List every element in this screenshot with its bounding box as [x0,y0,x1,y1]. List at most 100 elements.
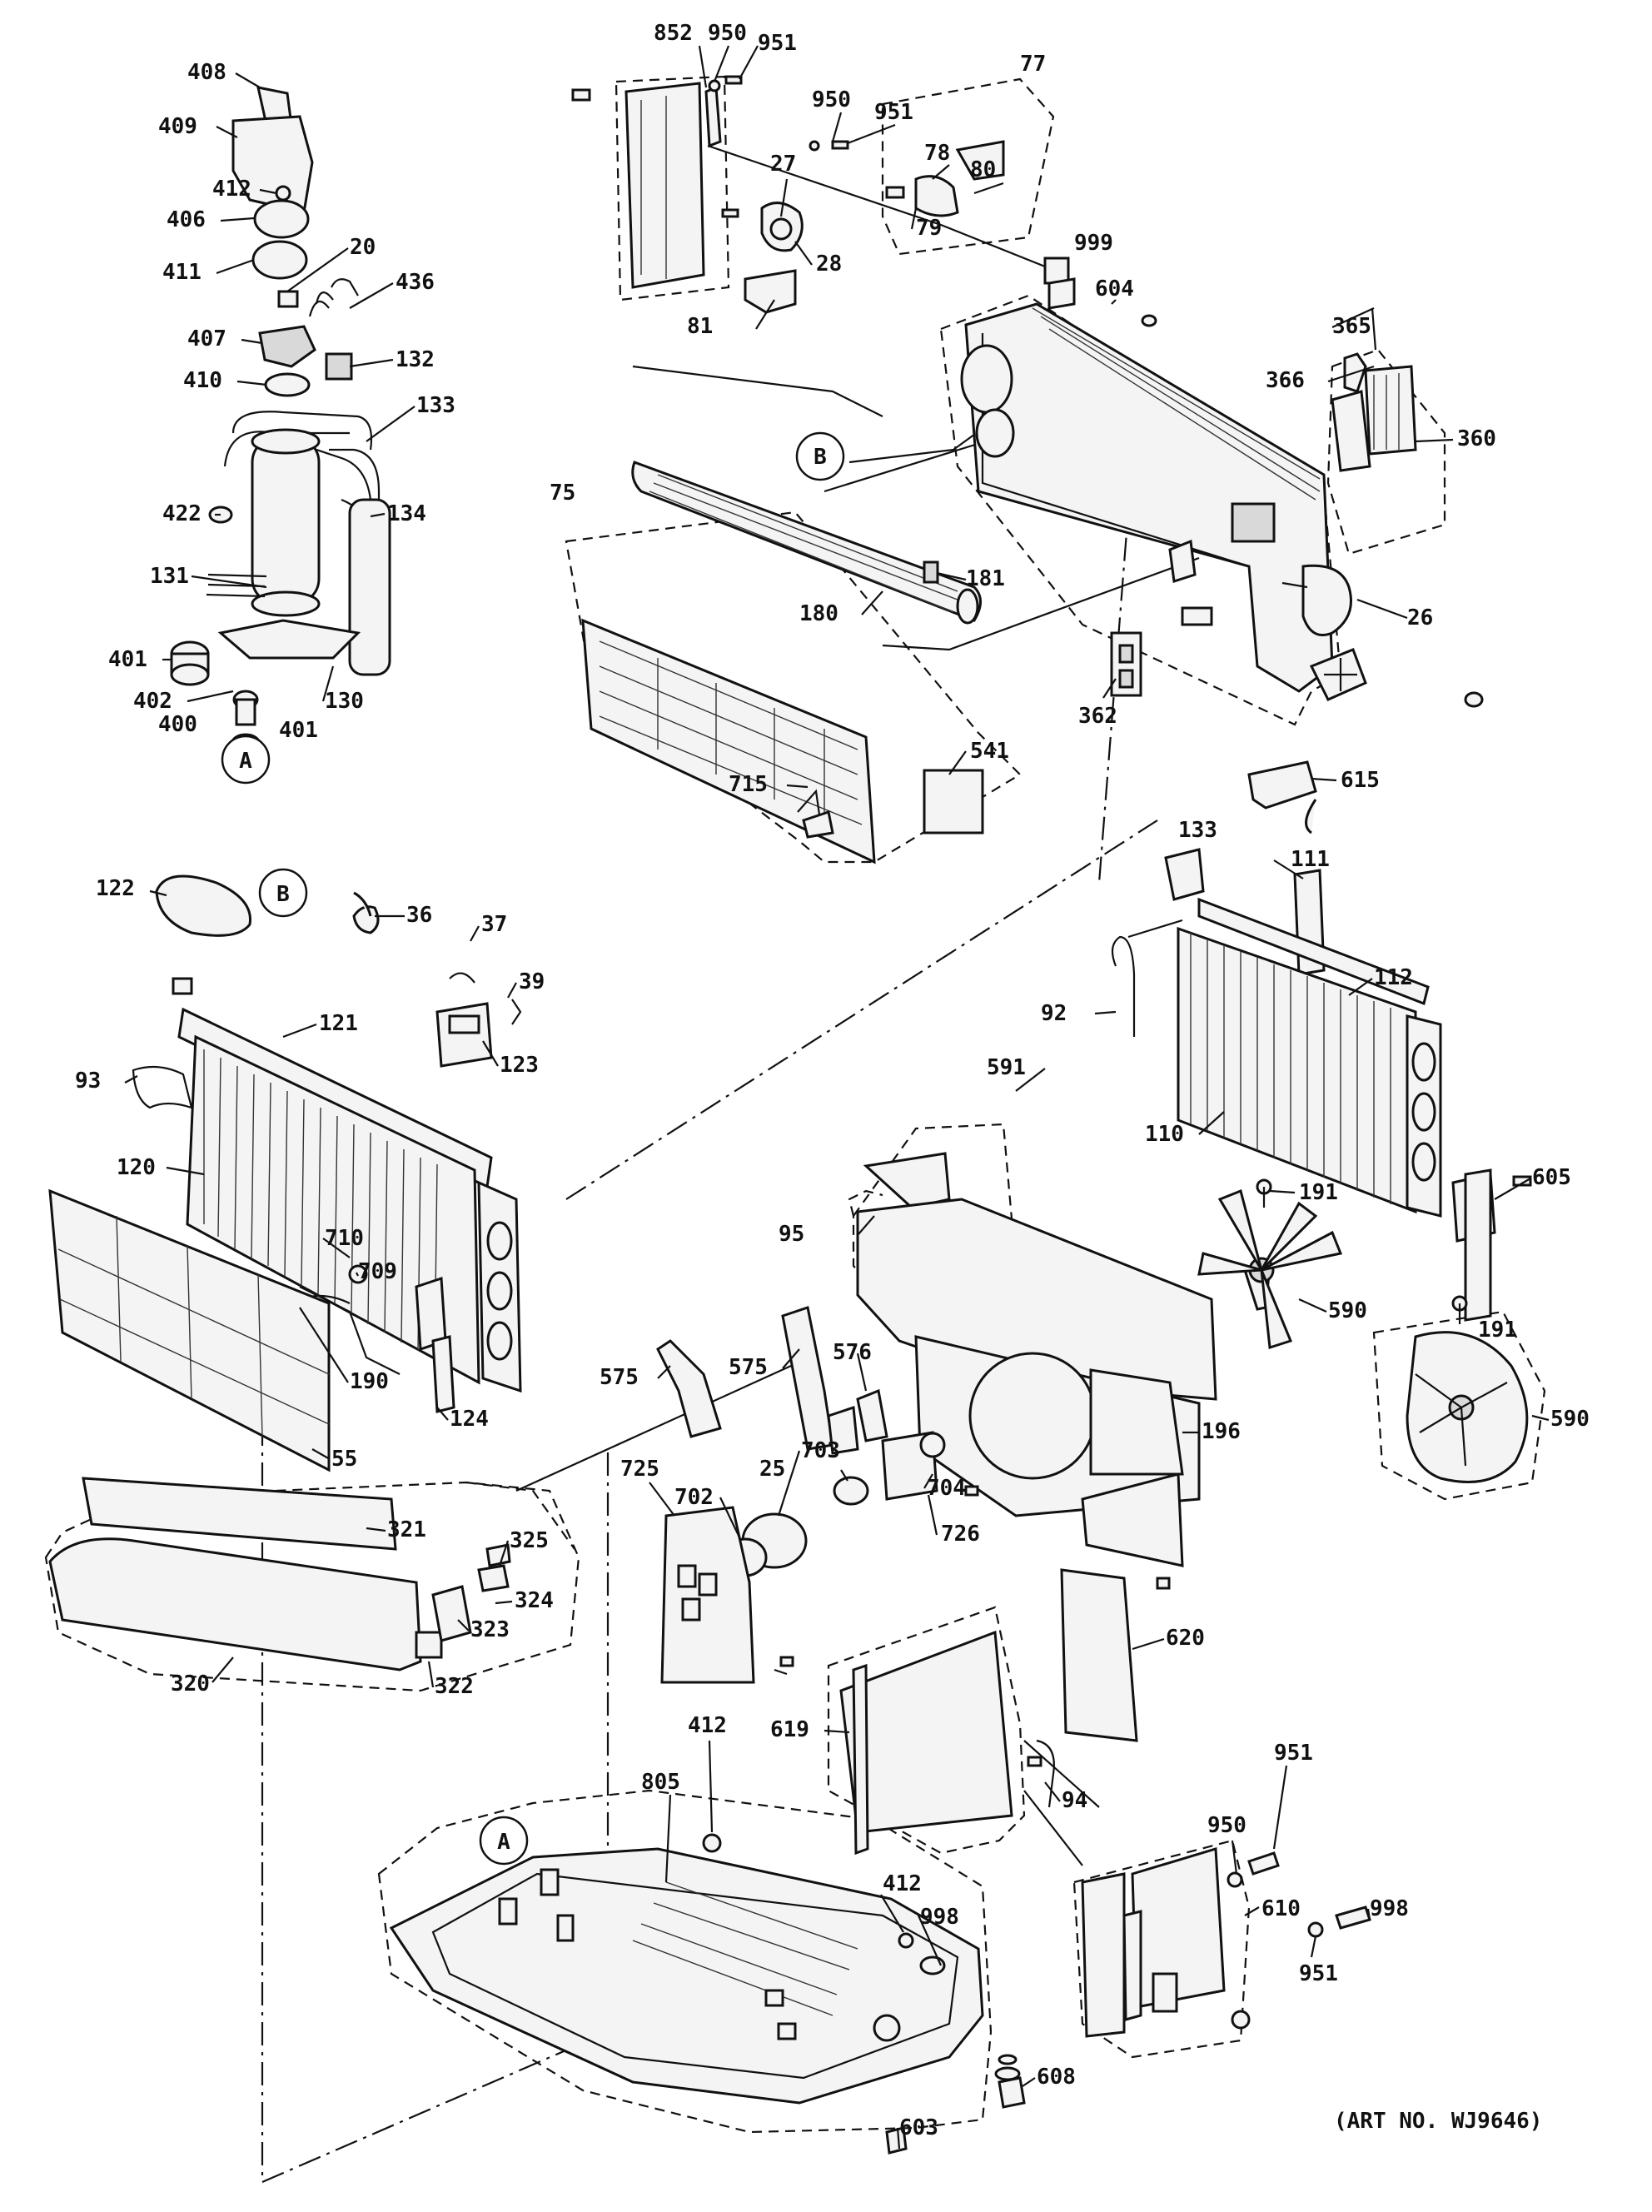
part-label: 710 [325,1226,364,1251]
part-label: 322 [435,1674,474,1699]
part-label: 608 [1037,2065,1076,2090]
part-label: 323 [470,1617,510,1642]
part-label: 591 [987,1055,1026,1080]
part-label: 709 [358,1259,397,1284]
ref-marker-b-blower: B [814,445,827,470]
part-label: 132 [396,347,435,372]
compressor-assembly [170,86,391,785]
part-label: 401 [108,647,147,672]
part-label: 590 [1550,1407,1590,1432]
part-label: 325 [510,1528,549,1553]
motor-and-brackets [656,1306,979,1684]
part-label: 39 [519,969,545,994]
part-label: 133 [1178,818,1217,843]
part-label: 575 [729,1355,768,1380]
part-label: 55 [331,1447,357,1472]
part-label: 180 [799,601,838,626]
part-label: 408 [187,60,226,85]
part-label: 402 [133,689,172,714]
label-leaders [124,45,1550,2150]
ref-marker-a-compressor: A [239,749,252,774]
part-label: 951 [1299,1961,1338,1986]
part-label: 406 [167,207,206,232]
part-label: 77 [1020,52,1046,77]
part-label: 81 [687,314,713,339]
part-label: 190 [350,1369,389,1394]
part-label: 191 [1478,1318,1517,1343]
part-label: 950 [1207,1813,1246,1838]
part-label: 950 [708,21,747,46]
condenser-coil [132,868,522,1413]
base-pan [389,1816,1026,2155]
part-label: 605 [1532,1165,1571,1190]
ref-marker-b-coil: B [276,882,290,907]
part-label: 366 [1266,368,1305,393]
part-label: 619 [770,1717,809,1742]
part-label: 95 [779,1222,804,1247]
part-label: 541 [970,739,1009,764]
part-label: 615 [1341,768,1380,793]
part-label: 92 [1041,1001,1067,1026]
part-label: 320 [171,1671,210,1696]
part-label: 703 [801,1438,840,1463]
part-label: 436 [396,270,435,295]
part-label: 575 [600,1365,639,1390]
part-label: 590 [1328,1298,1367,1323]
part-labels: 408 409 412 406 411 20 436 407 132 410 1… [75,21,1590,2140]
part-label: 131 [150,564,189,589]
part-label: 181 [966,566,1005,591]
part-label: 412 [883,1871,922,1896]
part-label: 410 [183,368,222,393]
part-label: 196 [1202,1419,1241,1444]
part-label: 725 [620,1457,659,1482]
part-label: 80 [970,157,996,182]
part-label: 702 [674,1485,714,1510]
part-label: 604 [1095,276,1134,301]
part-label: 79 [916,216,942,241]
part-label: 805 [641,1770,680,1795]
ref-marker-a-basepan: A [497,1830,510,1855]
part-label: 407 [187,326,226,351]
part-label: 120 [117,1155,156,1180]
part-label: 191 [1299,1180,1338,1205]
part-label: 998 [1370,1896,1409,1921]
part-label: 27 [770,152,796,177]
misc-small-parts [353,307,1417,917]
part-label: 37 [481,912,507,937]
part-label: 998 [920,1905,959,1930]
art-number: (ART NO. WJ9646) [1334,2109,1542,2134]
part-label: 400 [158,712,197,737]
part-label: 951 [874,100,913,125]
part-label: 133 [416,393,455,418]
part-label: 26 [1407,605,1433,630]
part-label: 362 [1078,704,1117,729]
filter-grille [48,1188,511,1671]
part-label: 951 [1274,1741,1313,1766]
part-label: 409 [158,114,197,139]
part-label: 110 [1145,1122,1184,1147]
part-label: 121 [319,1011,358,1036]
part-label: 951 [758,31,797,56]
part-label: 124 [450,1407,489,1432]
part-label: 715 [729,772,768,797]
part-label: 620 [1166,1626,1205,1651]
part-label: 411 [162,260,202,285]
fan-and-shroud [856,1152,1529,1567]
part-label: 576 [833,1340,872,1365]
part-label: 412 [688,1713,727,1738]
part-label: 321 [387,1517,426,1542]
part-label: 603 [899,2115,938,2140]
part-label: 36 [406,903,432,928]
part-label: 610 [1261,1896,1301,1921]
part-label: 360 [1457,426,1496,451]
part-label: 122 [96,876,135,901]
part-label: 130 [325,689,364,714]
part-label: 94 [1062,1788,1087,1813]
part-label: 134 [387,501,426,526]
part-label: 401 [279,718,318,743]
reference-markers: B A B A [239,431,845,1855]
part-label: 999 [1074,231,1113,256]
part-label: 704 [927,1476,966,1501]
part-label: 20 [350,235,376,260]
